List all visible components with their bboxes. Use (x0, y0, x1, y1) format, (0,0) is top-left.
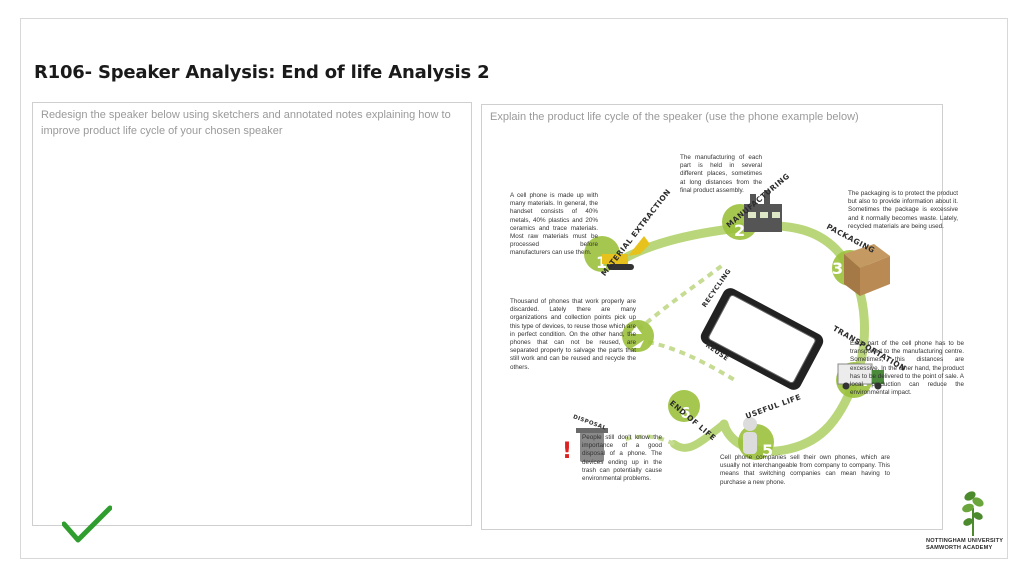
school-logo: NOTTINGHAM UNIVERSITY SAMWORTH ACADEMY (926, 488, 1006, 552)
phone-lifecycle-diagram: 1 2 3 4 5 6 (498, 144, 966, 520)
slide-frame (20, 18, 1008, 559)
svg-text:!: ! (562, 439, 572, 464)
redesign-prompt: Redesign the speaker below using sketche… (41, 109, 451, 137)
stage-circle-6 (668, 390, 700, 422)
stage-number-5: 5 (762, 441, 773, 460)
note-disposal: People still don't know the importance o… (582, 434, 662, 483)
person-icon (743, 417, 757, 454)
reuse-arrow (647, 340, 740, 384)
stage-number-6: 6 (680, 404, 690, 422)
stage-number-1: 1 (596, 253, 607, 272)
recycling-arrow (636, 262, 726, 332)
note-material-extraction: A cell phone is made up with many materi… (510, 192, 598, 257)
note-transportation: Each part of the cell phone has to be tr… (850, 340, 964, 397)
trash-bin-icon: ! (562, 428, 608, 464)
stage-number-3: 3 (832, 259, 843, 278)
lifecycle-textbox[interactable]: Explain the product life cycle of the sp… (481, 104, 943, 530)
smartphone-image (700, 288, 824, 390)
recycle-icon (630, 326, 644, 348)
note-packaging: The packaging is to protect the product … (848, 190, 958, 230)
logo-line-2: SAMWORTH ACADEMY (926, 545, 993, 551)
note-manufacturing: The manufacturing of each part is held i… (680, 154, 762, 194)
redesign-textbox[interactable]: Redesign the speaker below using sketche… (32, 102, 472, 526)
package-box-icon (844, 244, 890, 296)
checkmark-icon (61, 504, 113, 544)
factory-icon (744, 190, 782, 232)
lifecycle-graphic: 1 2 3 4 5 6 (562, 190, 890, 464)
note-reuse: Thousand of phones that work properly ar… (510, 298, 636, 371)
stage-number-2: 2 (734, 221, 745, 240)
cycle-arrow-end (670, 420, 728, 452)
lifecycle-prompt: Explain the product life cycle of the sp… (490, 111, 859, 123)
tree-logo-icon (962, 491, 984, 536)
logo-line-1: NOTTINGHAM UNIVERSITY (926, 538, 1004, 544)
slide-title: R106- Speaker Analysis: End of life Anal… (34, 62, 490, 83)
note-useful-life: Cell phone companies sell their own phon… (720, 454, 890, 486)
excavator-icon (602, 236, 650, 270)
cycle-arrow-main (613, 221, 869, 456)
recycle-circle (622, 320, 654, 352)
disposal-arrow (621, 434, 675, 446)
truck-icon (837, 363, 884, 390)
